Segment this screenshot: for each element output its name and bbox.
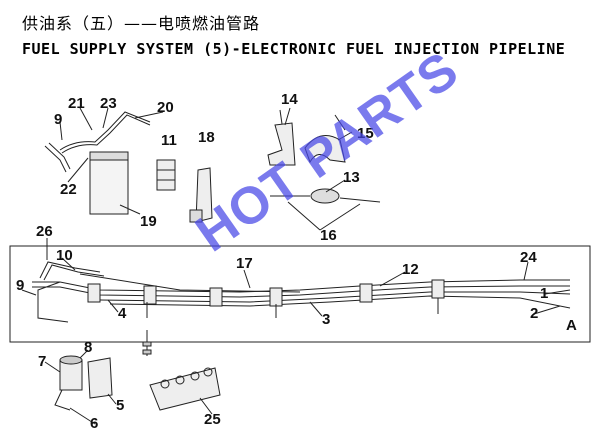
- carbon-canister-part: [44, 111, 151, 215]
- callout-11: 11: [161, 132, 177, 149]
- pipeline-clamps: [87, 279, 445, 318]
- filter-part-13: [270, 188, 381, 204]
- callout-13: 13: [343, 169, 360, 186]
- clip-part-11: [156, 159, 176, 191]
- callout-4: 4: [118, 305, 127, 322]
- callout-12: 12: [402, 261, 419, 278]
- callout-3: 3: [322, 311, 330, 328]
- clamp-part-15: [304, 114, 346, 164]
- view-label-a: A: [566, 317, 577, 334]
- callout-24: 24: [520, 249, 537, 266]
- callout-20: 20: [157, 99, 174, 116]
- callout-6: 6: [90, 415, 98, 432]
- bolt-stack: [142, 330, 152, 356]
- title-english: FUEL SUPPLY SYSTEM (5)-ELECTRONIC FUEL I…: [22, 40, 566, 58]
- callout-labels: 21 23 20 9 22 19 11 18 14 15 13 16 26 10…: [16, 91, 577, 432]
- title-chinese: 供油系（五）——电喷燃油管路: [22, 14, 261, 33]
- pipeline-bundle: [32, 261, 571, 309]
- callout-14: 14: [281, 91, 298, 108]
- callout-10: 10: [56, 247, 73, 264]
- callout-17: 17: [236, 255, 253, 272]
- callout-26: 26: [36, 223, 53, 240]
- callout-5: 5: [116, 397, 124, 414]
- callout-21: 21: [68, 95, 85, 112]
- bracket-part-5: [87, 357, 113, 399]
- callout-23: 23: [100, 95, 117, 112]
- leader-lines: [21, 107, 571, 425]
- bracket-part-14: [267, 109, 296, 166]
- callout-19: 19: [140, 213, 157, 230]
- callout-2: 2: [530, 305, 538, 322]
- callout-16: 16: [320, 227, 337, 244]
- callout-22: 22: [60, 181, 77, 198]
- filter-part-7-8: [54, 355, 83, 411]
- callout-9-top: 9: [54, 111, 62, 128]
- callout-15: 15: [357, 125, 374, 142]
- pipe-holder-part-25: [149, 367, 221, 411]
- callout-1: 1: [540, 285, 548, 302]
- callout-9-lower: 9: [16, 277, 24, 294]
- hose-part-9-lower: [37, 281, 69, 323]
- assembly-frame: [9, 245, 591, 343]
- callout-18: 18: [198, 129, 215, 146]
- bracket-part-18: [189, 167, 213, 223]
- callout-7: 7: [38, 353, 46, 370]
- callout-25: 25: [204, 411, 221, 428]
- callout-8: 8: [84, 339, 92, 356]
